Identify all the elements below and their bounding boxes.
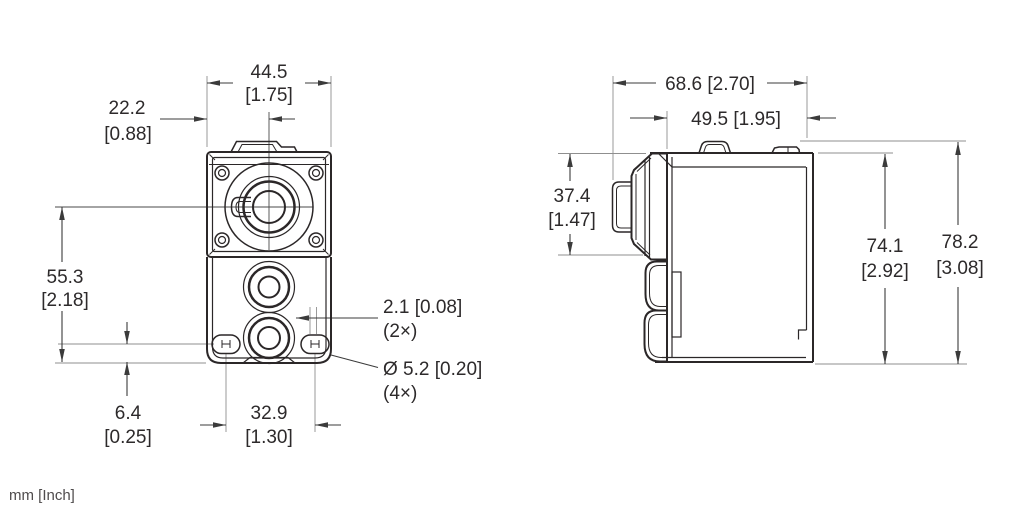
dim-center-offset-in: [0.88] (104, 124, 152, 145)
top-mounting-tabs (698, 140, 801, 154)
dimension-lines (59, 80, 961, 428)
connector-ports (242, 260, 296, 365)
dim-hole-spacing-mm: 32.9 (251, 403, 288, 424)
dim-overall-height-in: [3.08] (936, 258, 984, 279)
sensor-head (611, 152, 667, 261)
dim-overall-height-mm: 78.2 (942, 232, 979, 253)
callout-hole-dia-count: (4×) (383, 383, 417, 404)
dim-depth-overall: 68.6 [2.70] (665, 74, 755, 95)
dimension-labels: 44.5 [1.75] 22.2 [0.88] 55.3 [2.18] 6.4 … (9, 62, 984, 504)
dim-height-center-mm: 55.3 (47, 267, 84, 288)
dim-hole-offset-in: [0.25] (104, 427, 152, 448)
callout-slot-count: (2×) (383, 321, 417, 342)
dim-depth-body: 49.5 [1.95] (691, 109, 781, 130)
lens (224, 162, 314, 252)
dim-body-height-mm: 74.1 (867, 236, 904, 257)
dim-hole-spacing-in: [1.30] (245, 427, 293, 448)
front-view (206, 140, 332, 365)
dim-head-height-mm: 37.4 (554, 186, 591, 207)
extension-lines (55, 76, 967, 432)
dim-body-height-in: [2.92] (861, 261, 909, 282)
dim-head-height-in: [1.47] (548, 210, 596, 231)
callout-hole-dia-value: Ø 5.2 [0.20] (383, 359, 482, 380)
dim-hole-offset-mm: 6.4 (115, 403, 142, 424)
callout-slot-value: 2.1 [0.08] (383, 297, 462, 318)
units-footer-label: mm [Inch] (9, 487, 75, 504)
connector-profile (643, 260, 682, 363)
dim-center-offset-mm: 22.2 (109, 98, 146, 119)
corner-screws (214, 165, 324, 248)
dim-front-width-in: [1.75] (245, 85, 293, 106)
side-view (611, 140, 814, 363)
dim-height-center-in: [2.18] (41, 290, 89, 311)
mounting-holes (211, 334, 330, 355)
dim-front-width-mm: 44.5 (251, 62, 288, 83)
